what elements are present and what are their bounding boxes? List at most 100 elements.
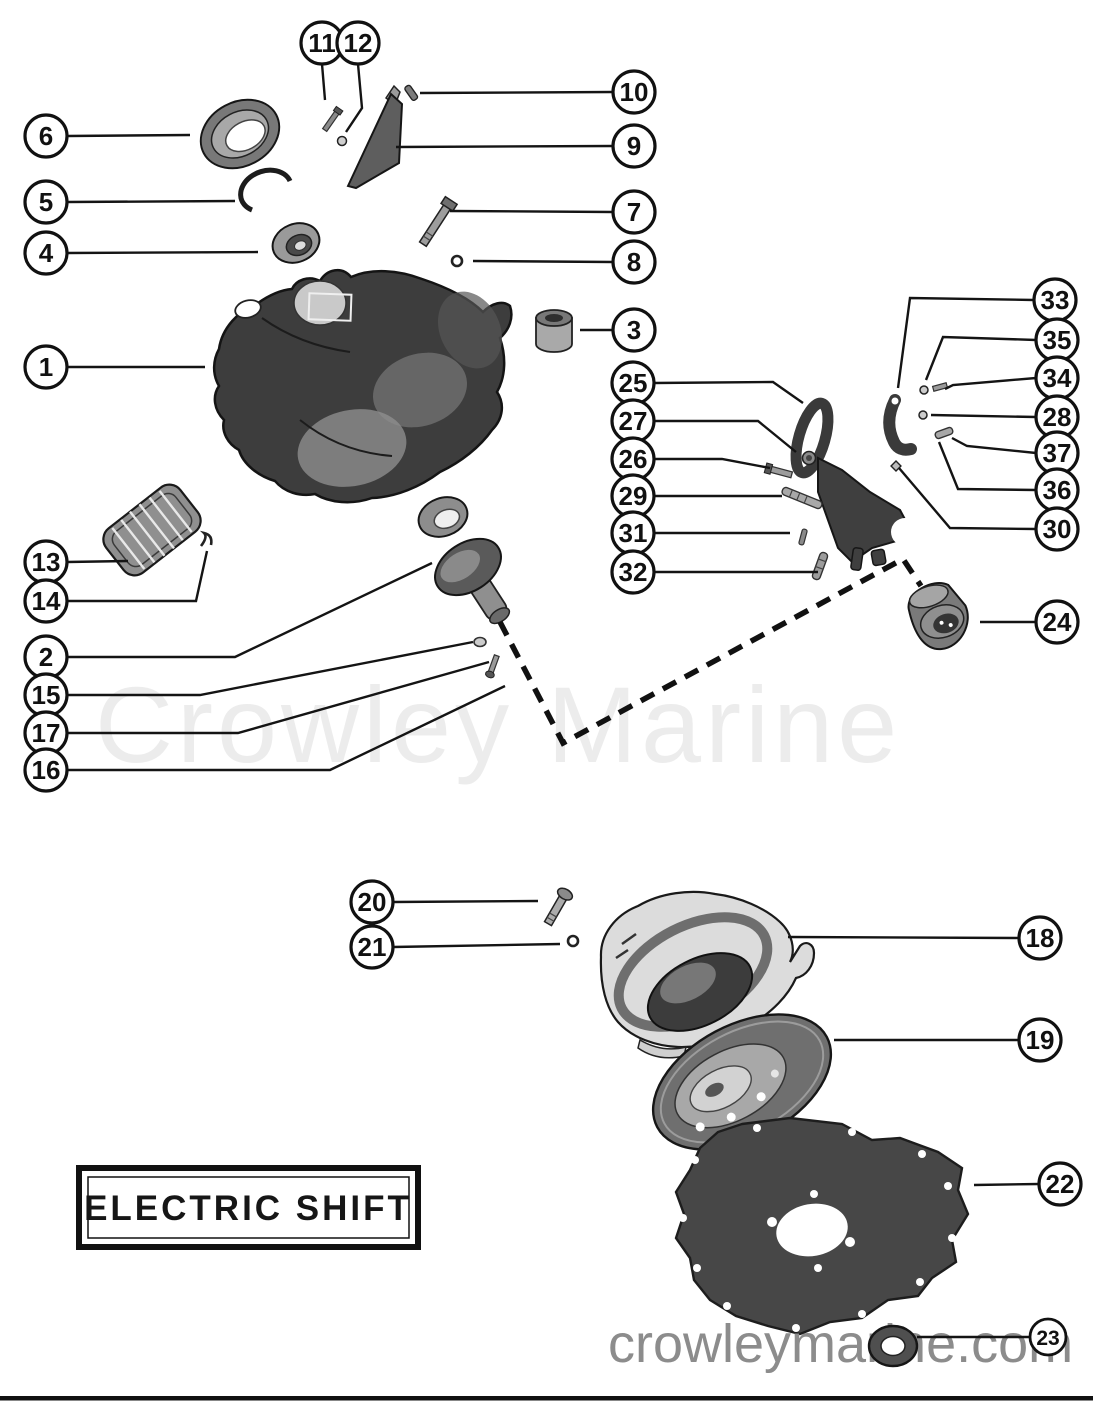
svg-text:22: 22 bbox=[1046, 1169, 1075, 1199]
part-pin-10 bbox=[404, 84, 419, 101]
part-washer-28 bbox=[918, 410, 928, 420]
leader-30 bbox=[898, 467, 1037, 531]
svg-text:8: 8 bbox=[627, 247, 641, 277]
callout-32[interactable]: 32 bbox=[610, 549, 656, 595]
callout-4[interactable]: 4 bbox=[23, 230, 69, 276]
part-screw-11 bbox=[321, 105, 344, 133]
callout-9[interactable]: 9 bbox=[611, 123, 657, 169]
svg-text:3: 3 bbox=[627, 315, 641, 345]
part-bearing-small bbox=[271, 222, 321, 264]
assembly-dashed-line bbox=[497, 555, 924, 747]
part-shaft-flange bbox=[434, 537, 511, 625]
callout-30[interactable]: 30 bbox=[1034, 506, 1080, 552]
part-washer-15 bbox=[473, 636, 487, 648]
leader-28 bbox=[930, 413, 1037, 419]
leader-4 bbox=[66, 250, 259, 255]
leader-21 bbox=[392, 942, 561, 949]
callout-17[interactable]: 17 bbox=[23, 710, 69, 756]
callout-15[interactable]: 15 bbox=[23, 672, 69, 718]
callout-8[interactable]: 8 bbox=[611, 239, 657, 285]
part-ring-21 bbox=[566, 934, 580, 948]
svg-text:25: 25 bbox=[619, 368, 648, 398]
leader-12 bbox=[345, 63, 364, 133]
callout-13[interactable]: 13 bbox=[23, 539, 69, 585]
svg-text:5: 5 bbox=[39, 187, 53, 217]
leader-35 bbox=[924, 335, 1037, 381]
part-retaining-ring bbox=[238, 167, 293, 213]
callout-12[interactable]: 12 bbox=[335, 20, 381, 66]
callout-25[interactable]: 25 bbox=[610, 360, 656, 406]
callout-22[interactable]: 22 bbox=[1037, 1161, 1083, 1207]
svg-text:20: 20 bbox=[358, 887, 387, 917]
label-box: ELECTRIC SHIFT bbox=[76, 1165, 421, 1250]
callout-11[interactable]: 11 bbox=[299, 20, 345, 66]
part-adaptor-plate bbox=[674, 1116, 970, 1336]
part-pin-37 bbox=[934, 426, 954, 440]
callout-24[interactable]: 24 bbox=[1034, 599, 1080, 645]
part-screw-34 bbox=[931, 382, 949, 392]
callout-16[interactable]: 16 bbox=[23, 747, 69, 793]
leader-5 bbox=[66, 199, 236, 204]
callout-14[interactable]: 14 bbox=[23, 578, 69, 624]
svg-text:12: 12 bbox=[344, 28, 373, 58]
svg-text:31: 31 bbox=[619, 518, 648, 548]
leader-7 bbox=[449, 209, 614, 214]
svg-text:18: 18 bbox=[1026, 923, 1055, 953]
svg-text:11: 11 bbox=[308, 28, 336, 58]
part-pin-29 bbox=[781, 486, 823, 510]
svg-text:35: 35 bbox=[1043, 325, 1072, 355]
callout-1[interactable]: 1 bbox=[23, 344, 69, 390]
part-coupler bbox=[907, 582, 969, 651]
part-nut-27-center bbox=[806, 455, 812, 461]
svg-text:29: 29 bbox=[619, 481, 648, 511]
bottom-rule bbox=[0, 1396, 1093, 1401]
leader-20 bbox=[392, 899, 539, 904]
leader-18 bbox=[787, 935, 1020, 940]
callout-3[interactable]: 3 bbox=[611, 307, 657, 353]
svg-text:27: 27 bbox=[619, 406, 648, 436]
part-shift-fork bbox=[790, 397, 919, 571]
svg-text:2: 2 bbox=[39, 642, 53, 672]
leader-22 bbox=[973, 1182, 1040, 1187]
svg-text:23: 23 bbox=[1036, 1327, 1059, 1350]
callout-31[interactable]: 31 bbox=[610, 510, 656, 556]
svg-text:14: 14 bbox=[32, 586, 61, 616]
leader-34 bbox=[944, 376, 1037, 391]
leader-6 bbox=[66, 133, 191, 138]
part-bearing-ring bbox=[417, 496, 469, 538]
leader-26 bbox=[654, 457, 771, 470]
part-housing bbox=[212, 269, 513, 504]
callout-20[interactable]: 20 bbox=[349, 879, 395, 925]
callout-6[interactable]: 6 bbox=[23, 113, 69, 159]
svg-text:33: 33 bbox=[1041, 285, 1070, 315]
svg-text:9: 9 bbox=[627, 131, 641, 161]
svg-text:32: 32 bbox=[619, 557, 648, 587]
callout-2[interactable]: 2 bbox=[23, 634, 69, 680]
svg-text:37: 37 bbox=[1043, 438, 1072, 468]
callout-34[interactable]: 34 bbox=[1034, 355, 1080, 401]
watermark-center: Crowley Marine bbox=[95, 664, 901, 785]
part-clip-14 bbox=[199, 530, 213, 547]
callout-28[interactable]: 28 bbox=[1034, 394, 1080, 440]
part-bearing-cage bbox=[102, 483, 202, 577]
leader-33 bbox=[896, 296, 1035, 389]
callout-36[interactable]: 36 bbox=[1034, 467, 1080, 513]
svg-text:26: 26 bbox=[619, 444, 648, 474]
callout-5[interactable]: 5 bbox=[23, 179, 69, 225]
callout-35[interactable]: 35 bbox=[1034, 317, 1080, 363]
svg-text:1: 1 bbox=[39, 352, 53, 382]
callout-33[interactable]: 33 bbox=[1032, 277, 1078, 323]
svg-text:30: 30 bbox=[1043, 514, 1072, 544]
callout-21[interactable]: 21 bbox=[349, 924, 395, 970]
callout-29[interactable]: 29 bbox=[610, 473, 656, 519]
callout-23[interactable]: 23 bbox=[1028, 1317, 1068, 1357]
callout-18[interactable]: 18 bbox=[1017, 915, 1063, 961]
callout-27[interactable]: 27 bbox=[610, 398, 656, 444]
leader-36 bbox=[937, 441, 1037, 492]
part-screw-26 bbox=[763, 462, 794, 479]
svg-text:10: 10 bbox=[620, 77, 649, 107]
callout-10[interactable]: 10 bbox=[611, 69, 657, 115]
callout-19[interactable]: 19 bbox=[1017, 1017, 1063, 1063]
callout-7[interactable]: 7 bbox=[611, 189, 657, 235]
svg-text:24: 24 bbox=[1043, 607, 1072, 637]
